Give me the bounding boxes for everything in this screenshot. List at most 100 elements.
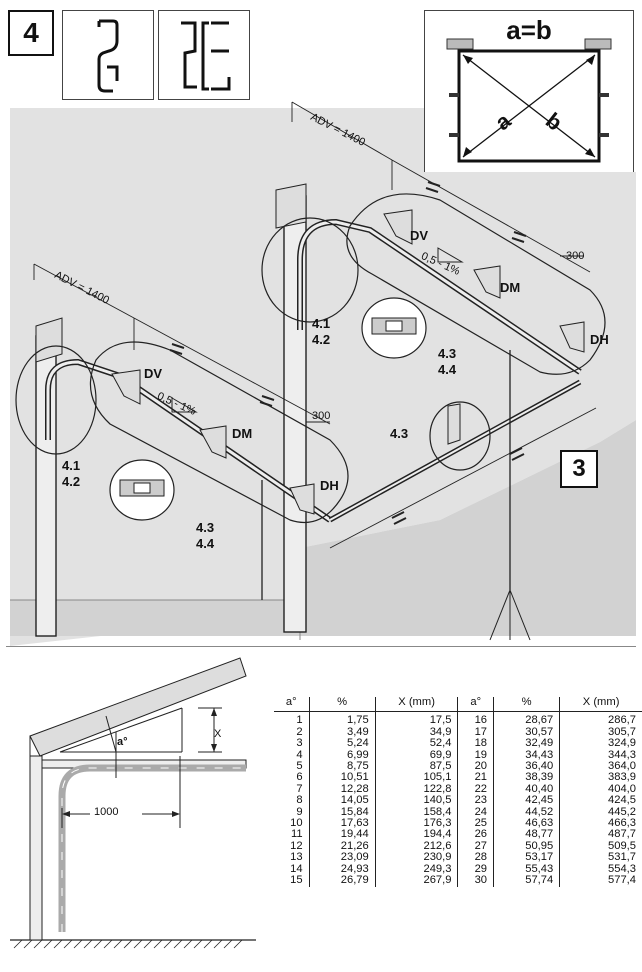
cell-percent: 8,75 bbox=[309, 760, 376, 773]
cell-x: 324,9 bbox=[608, 737, 636, 750]
cell-angle: 18 bbox=[457, 737, 495, 750]
cell-percent: 21,26 bbox=[309, 840, 376, 853]
cell-percent: 55,43 bbox=[493, 863, 561, 876]
cell-percent: 30,57 bbox=[493, 726, 561, 739]
sub-step-number-box: 3 bbox=[560, 450, 598, 488]
step-number-box: 4 bbox=[8, 10, 54, 56]
cell-percent: 50,95 bbox=[493, 840, 561, 853]
diagonal-frame-drawing bbox=[446, 38, 612, 163]
ref-4-3-center: 4.3 bbox=[390, 426, 409, 441]
ref-4-2-right: 4.2 bbox=[312, 332, 331, 347]
cell-x: 230,9 bbox=[375, 851, 459, 864]
cell-angle: 5 bbox=[274, 760, 310, 773]
label-dv-right: DV bbox=[410, 228, 429, 243]
cell-x: 466,3 bbox=[608, 817, 636, 830]
cell-x: 17,5 bbox=[375, 711, 459, 727]
cell-percent: 46,63 bbox=[493, 817, 561, 830]
ref-4-1-left: 4.1 bbox=[62, 458, 81, 473]
cell-x: 176,3 bbox=[375, 817, 459, 830]
cell-angle: 28 bbox=[457, 851, 495, 864]
cell-x: 140,5 bbox=[375, 794, 459, 807]
cell-angle: 2 bbox=[274, 726, 310, 739]
cell-percent: 36,40 bbox=[493, 760, 561, 773]
cell-x: 344,3 bbox=[608, 748, 636, 761]
cell-angle: 7 bbox=[274, 783, 310, 796]
header-x-1: X (mm) bbox=[375, 696, 459, 713]
cell-percent: 42,45 bbox=[493, 794, 561, 807]
angle-label: a° bbox=[117, 736, 128, 748]
cell-angle: 20 bbox=[457, 760, 495, 773]
cell-x: 249,3 bbox=[375, 863, 459, 876]
dimension-300-right: 300 bbox=[566, 250, 585, 262]
header-percent-1: % bbox=[309, 696, 376, 713]
cell-angle: 26 bbox=[457, 829, 495, 841]
profile-thumbnail-single bbox=[62, 10, 154, 100]
cell-x: 445,2 bbox=[608, 805, 636, 818]
sub-step-number: 3 bbox=[572, 455, 586, 482]
header-angle-2: a° bbox=[457, 696, 495, 713]
cell-x: 105,1 bbox=[375, 772, 459, 784]
header-x-2: X (mm) bbox=[559, 696, 642, 713]
ref-4-3-right: 4.3 bbox=[438, 346, 457, 361]
ref-4-2-left: 4.2 bbox=[62, 474, 81, 489]
slope-table-header: a° % X (mm) a° % X (mm) bbox=[274, 696, 642, 713]
cell-x: 194,4 bbox=[375, 829, 459, 841]
cell-percent: 24,93 bbox=[309, 863, 376, 876]
cell-percent: 17,63 bbox=[309, 817, 376, 830]
label-dh-left: DH bbox=[320, 478, 339, 493]
ref-4-1-right: 4.1 bbox=[312, 316, 331, 331]
cell-angle: 16 bbox=[457, 711, 495, 727]
cell-percent: 5,24 bbox=[309, 737, 376, 750]
cell-percent: 6,99 bbox=[309, 749, 376, 762]
cell-x: 554,3 bbox=[608, 862, 636, 875]
cell-angle: 27 bbox=[457, 840, 495, 853]
cell-x: 487,7 bbox=[608, 828, 636, 841]
cell-angle: 11 bbox=[274, 829, 310, 841]
cell-x: 34,9 bbox=[375, 726, 459, 739]
cell-percent: 44,52 bbox=[493, 806, 561, 819]
cell-x: 424,5 bbox=[608, 794, 636, 807]
cell-percent: 23,09 bbox=[309, 851, 376, 864]
cell-x: 383,9 bbox=[608, 771, 636, 784]
dimension-1000: 1000 bbox=[94, 806, 119, 818]
cell-percent: 15,84 bbox=[309, 806, 376, 819]
cell-x: 122,8 bbox=[375, 783, 459, 796]
cell-percent: 48,77 bbox=[493, 829, 561, 841]
cell-angle: 4 bbox=[274, 749, 310, 762]
diagonal-check-panel: a=b a b bbox=[424, 10, 634, 173]
cell-x: 212,6 bbox=[375, 840, 459, 853]
cell-x: 531,7 bbox=[608, 851, 636, 864]
step-number: 4 bbox=[23, 17, 39, 48]
roof-slope-drawing bbox=[10, 657, 257, 951]
cell-x: 577,4 bbox=[608, 874, 636, 887]
cell-angle: 10 bbox=[274, 817, 310, 830]
label-dh-right: DH bbox=[590, 332, 609, 347]
dimension-x: X bbox=[214, 728, 222, 740]
cell-x: 364,0 bbox=[608, 760, 636, 773]
ref-4-4-right: 4.4 bbox=[438, 362, 457, 377]
cell-x: 404,0 bbox=[608, 782, 636, 795]
single-profile-icon bbox=[97, 19, 119, 93]
cell-angle: 12 bbox=[274, 840, 310, 853]
cell-angle: 25 bbox=[457, 817, 495, 830]
cell-percent: 32,49 bbox=[493, 737, 561, 750]
cell-percent: 40,40 bbox=[493, 783, 561, 796]
label-dm-left: DM bbox=[232, 426, 253, 441]
header-percent-2: % bbox=[493, 696, 561, 713]
cell-angle: 13 bbox=[274, 851, 310, 864]
cell-x: 267,9 bbox=[375, 874, 459, 887]
ref-4-4-left: 4.4 bbox=[196, 536, 215, 551]
label-dv-left: DV bbox=[144, 366, 163, 381]
cell-angle: 8 bbox=[274, 794, 310, 807]
cell-angle: 30 bbox=[457, 874, 495, 887]
